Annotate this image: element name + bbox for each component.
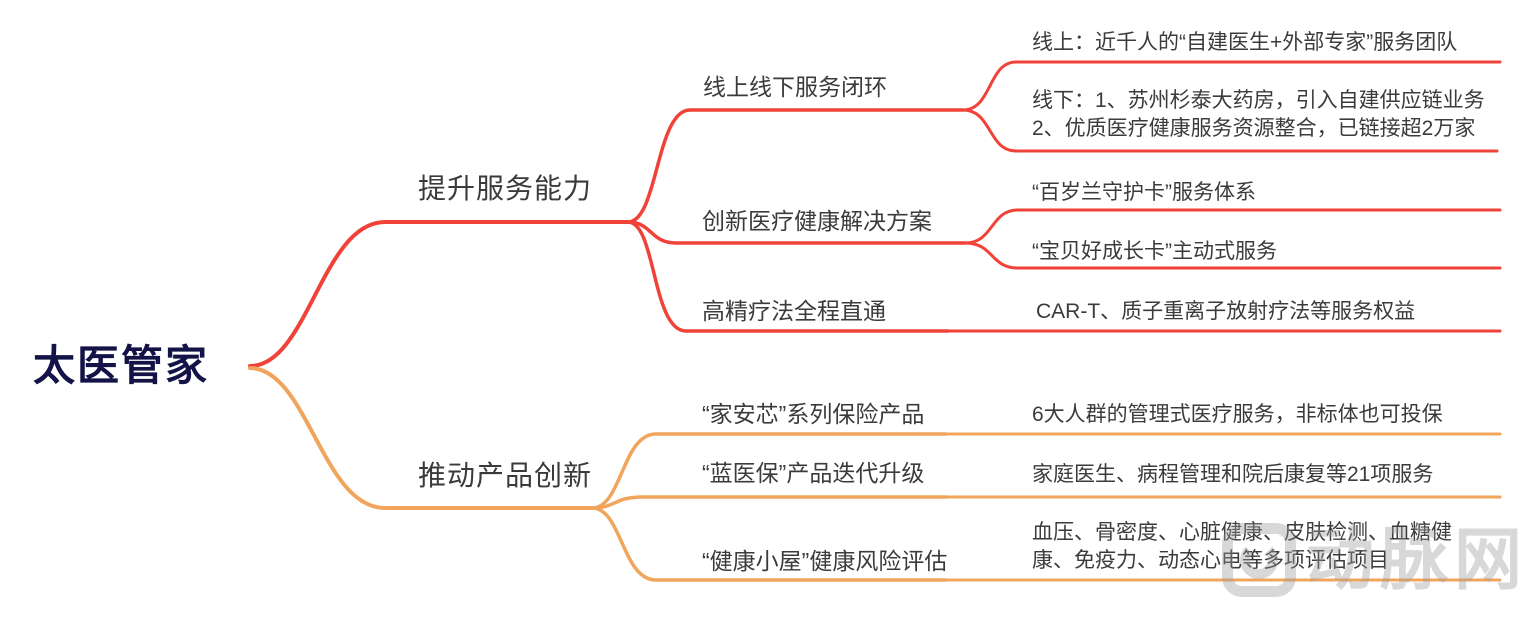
leaf-six-groups-medical: 6大人群的管理式医疗服务，非标体也可投保 <box>1032 403 1443 426</box>
edge-improve-to-high-precision <box>626 220 950 333</box>
edge-innovation-to-health-hut <box>590 506 948 582</box>
edge-root-to-product-innovation <box>248 366 594 510</box>
leaf-baisuilan-card: “百岁兰守护卡”服务体系 <box>1032 181 1256 204</box>
edge-innovation-to-lanyibao <box>590 495 948 510</box>
edge-solutions-to-leaf-baisuilan <box>963 208 1502 245</box>
node-innovative-health-solutions: 创新医疗健康解决方案 <box>702 208 932 234</box>
leaf-assessment-items-line2: 康、免疫力、动态心电等多项评估项目 <box>1032 549 1389 572</box>
root-node: 太医管家 <box>33 342 210 389</box>
leaf-baby-growth-card: “宝贝好成长卡”主动式服务 <box>1032 240 1277 263</box>
leaf-21-services: 家庭医生、病程管理和院后康复等21项服务 <box>1032 463 1434 486</box>
leaf-assessment-items-line1: 血压、骨密度、心脏健康、皮肤检测、血糖健 <box>1032 521 1452 544</box>
leaf-offline-pharmacy-line2: 2、优质医疗健康服务资源整合，已链接超2万家 <box>1032 117 1476 140</box>
node-lanyibao-upgrade: “蓝医保”产品迭代升级 <box>702 460 925 486</box>
leaf-online-doctor-team: 线上：近千人的“自建医生+外部专家”服务团队 <box>1032 31 1458 54</box>
branch-product-innovation: 推动产品创新 <box>418 460 593 491</box>
edge-online-offline-to-leaf-offline <box>961 108 1499 153</box>
edge-root-to-improve-service <box>248 220 630 368</box>
node-online-offline-loop: 线上线下服务闭环 <box>703 74 887 100</box>
leaf-offline-pharmacy-line1: 线下：1、苏州杉泰大药房，引入自建供应链业务 <box>1032 89 1485 112</box>
node-high-precision-therapy: 高精疗法全程直通 <box>702 298 886 324</box>
leaf-assessment-items: 血压、骨密度、心脏健康、皮肤检测、血糖健 康、免疫力、动态心电等多项评估项目 <box>1032 519 1452 575</box>
node-jiaanxin-insurance: “家安芯”系列保险产品 <box>702 401 925 427</box>
edge-improve-to-online-offline <box>626 108 965 224</box>
edge-innovation-to-jiaanxin <box>590 432 948 510</box>
edge-online-offline-to-leaf-online <box>961 60 1502 112</box>
branch-improve-service: 提升服务能力 <box>418 173 593 204</box>
node-health-hut-assessment: “健康小屋”健康风险评估 <box>702 548 948 574</box>
leaf-cart-therapy: CAR-T、质子重离子放射疗法等服务权益 <box>1036 300 1416 323</box>
edge-solutions-to-leaf-baby-card <box>963 241 1502 270</box>
leaf-offline-pharmacy: 线下：1、苏州杉泰大药房，引入自建供应链业务 2、优质医疗健康服务资源整合，已链… <box>1032 87 1485 143</box>
